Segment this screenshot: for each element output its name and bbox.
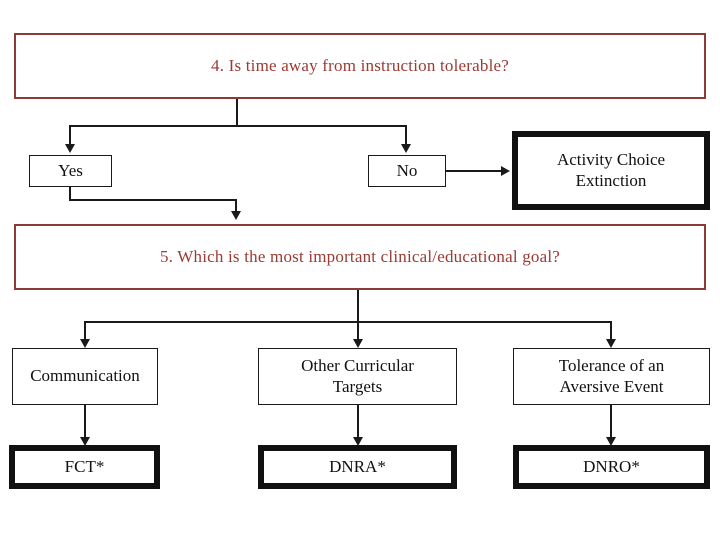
extinction-line-2: Extinction bbox=[575, 170, 647, 190]
decision-yes-label: Yes bbox=[58, 160, 83, 180]
question-box-5: 5. Which is the most important clinical/… bbox=[14, 224, 706, 290]
connector-q4-stem bbox=[236, 99, 238, 126]
connector-tolerance-to-dnro bbox=[610, 405, 612, 439]
arrowhead-to-other-curricular bbox=[353, 339, 363, 348]
other-curricular-line-2: Targets bbox=[332, 376, 383, 396]
outcome-fct-label: FCT* bbox=[64, 456, 105, 476]
connector-no-to-extinction bbox=[446, 170, 502, 172]
arrowhead-to-communication bbox=[80, 339, 90, 348]
connector-q4-to-yes bbox=[69, 125, 71, 145]
connector-yes-stem bbox=[69, 187, 71, 200]
decision-box-yes: Yes bbox=[29, 155, 112, 187]
question-4-text: 4. Is time away from instruction tolerab… bbox=[211, 55, 509, 75]
question-box-4: 4. Is time away from instruction tolerab… bbox=[14, 33, 706, 99]
connector-q4-to-no bbox=[405, 125, 407, 145]
connector-q5-split-bar bbox=[84, 321, 612, 323]
connector-other-curricular-to-dnra bbox=[357, 405, 359, 439]
question-5-text: 5. Which is the most important clinical/… bbox=[159, 246, 561, 266]
outcome-box-fct: FCT* bbox=[9, 445, 160, 489]
connector-yes-horizontal bbox=[69, 199, 237, 201]
connector-communication-to-fct bbox=[84, 405, 86, 439]
arrowhead-to-question-5 bbox=[231, 211, 241, 220]
arrowhead-to-fct bbox=[80, 437, 90, 446]
arrowhead-to-dnra bbox=[353, 437, 363, 446]
decision-no-label: No bbox=[396, 160, 418, 180]
arrowhead-to-no bbox=[401, 144, 411, 153]
arrowhead-to-dnro bbox=[606, 437, 616, 446]
outcome-box-dnro: DNRO* bbox=[513, 445, 710, 489]
connector-q5-to-other-curricular bbox=[357, 321, 359, 341]
connector-q5-to-communication bbox=[84, 321, 86, 341]
goal-box-communication: Communication bbox=[12, 348, 158, 405]
outcome-dnra-label: DNRA* bbox=[329, 456, 386, 476]
goal-box-tolerance-aversive-event: Tolerance of an Aversive Event bbox=[513, 348, 710, 405]
other-curricular-line-1: Other Curricular bbox=[301, 356, 414, 376]
outcome-box-dnra: DNRA* bbox=[258, 445, 457, 489]
extinction-line-1: Activity Choice bbox=[556, 150, 666, 170]
arrowhead-to-tolerance bbox=[606, 339, 616, 348]
connector-yes-drop bbox=[235, 199, 237, 212]
connector-q5-to-tolerance bbox=[610, 321, 612, 341]
terminal-box-activity-choice-extinction: Activity Choice Extinction bbox=[512, 131, 710, 210]
arrowhead-to-extinction bbox=[501, 166, 510, 176]
connector-q4-split-bar bbox=[69, 125, 407, 127]
tolerance-line-1: Tolerance of an bbox=[558, 356, 665, 376]
connector-q5-stem bbox=[357, 290, 359, 322]
goal-box-other-curricular-targets: Other Curricular Targets bbox=[258, 348, 457, 405]
outcome-dnro-label: DNRO* bbox=[583, 456, 640, 476]
arrowhead-to-yes bbox=[65, 144, 75, 153]
tolerance-line-2: Aversive Event bbox=[559, 376, 664, 396]
communication-line-1: Communication bbox=[30, 366, 140, 386]
decision-box-no: No bbox=[368, 155, 446, 187]
